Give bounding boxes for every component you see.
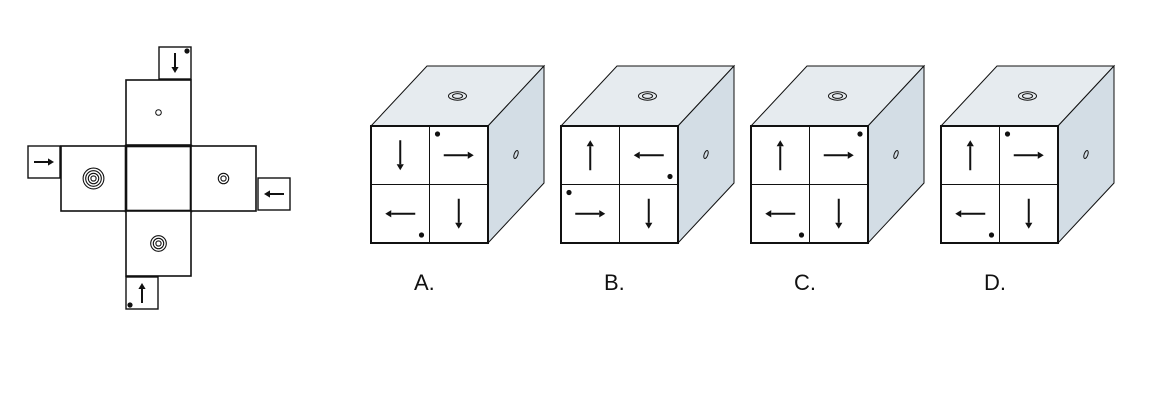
dot-marker <box>857 131 863 137</box>
cube-cell <box>823 131 863 159</box>
cube-cell <box>1025 198 1033 229</box>
cube-cell <box>1004 131 1044 159</box>
small-oval-icon <box>893 150 899 159</box>
arrow-right-icon <box>1013 151 1044 159</box>
net-flap-right <box>257 177 291 211</box>
arrow-left-icon <box>264 190 284 198</box>
concentric-rings-icon <box>82 167 105 190</box>
answer-cube-b <box>559 64 736 245</box>
arrow-right-icon <box>575 210 606 218</box>
cube-cell <box>776 140 784 171</box>
arrow-down-icon <box>396 140 404 171</box>
ellipse-rings-icon <box>828 91 847 101</box>
dot-marker <box>434 131 441 137</box>
small-oval-icon <box>1083 150 1089 159</box>
cube-cell <box>633 151 673 180</box>
small-oval-icon <box>513 150 519 159</box>
small-circle-icon <box>155 109 162 116</box>
dot-marker <box>566 189 572 196</box>
ellipse-rings-icon <box>638 91 657 101</box>
arrow-up-icon <box>776 140 784 171</box>
net-face-left <box>60 145 127 212</box>
arrow-up-icon <box>966 140 974 171</box>
arrow-left-icon <box>955 210 986 218</box>
cube-cell <box>765 210 805 238</box>
option-label-b[interactable]: B. <box>604 270 625 295</box>
dot-marker <box>798 232 805 238</box>
dot-marker <box>667 173 673 180</box>
answer-cube-d <box>939 64 1116 245</box>
arrow-right-icon <box>443 151 474 159</box>
arrow-down-icon <box>1025 198 1033 229</box>
arrow-down-icon <box>645 198 653 229</box>
cube-cell <box>966 140 974 171</box>
answer-cube-c <box>749 64 926 245</box>
net-flap-left <box>27 145 61 179</box>
arrow-down-icon <box>171 53 179 73</box>
cube-cell <box>645 198 653 229</box>
answer-cube-a <box>369 64 546 245</box>
option-label-a[interactable]: A. <box>414 270 435 295</box>
dot-marker <box>1004 131 1011 137</box>
option-label-c[interactable]: C. <box>794 270 816 295</box>
ellipse-rings-icon <box>1018 91 1037 101</box>
concentric-rings-icon <box>217 172 230 185</box>
cube-cell <box>455 198 463 229</box>
net-flap-top <box>158 46 192 80</box>
arrow-left-icon <box>765 210 796 218</box>
concentric-rings-icon <box>150 235 167 252</box>
cube-cell <box>434 131 474 159</box>
arrow-right-icon <box>34 158 54 166</box>
dot-marker <box>988 232 995 238</box>
arrow-down-icon <box>455 198 463 229</box>
net-face-top <box>125 79 192 146</box>
ellipse-rings-icon <box>448 91 467 101</box>
arrow-up-icon <box>138 283 146 303</box>
dot-marker <box>127 302 133 308</box>
cube-cell <box>566 189 606 218</box>
dot-marker <box>184 48 190 54</box>
arrow-up-icon <box>586 140 594 171</box>
cube-cell <box>396 140 404 171</box>
option-label-d[interactable]: D. <box>984 270 1006 295</box>
net-face-center <box>124 144 193 213</box>
arrow-right-icon <box>823 151 854 159</box>
net-flap-bottom <box>125 276 159 310</box>
cube-cell <box>835 198 843 229</box>
cube-cell <box>586 140 594 171</box>
cube-cell <box>385 210 425 238</box>
small-oval-icon <box>703 150 709 159</box>
cube-cell <box>955 210 995 238</box>
net-face-bottom <box>125 210 192 277</box>
dot-marker <box>418 232 425 238</box>
arrow-left-icon <box>385 210 416 218</box>
arrow-left-icon <box>633 151 664 159</box>
net-face-right <box>190 145 257 212</box>
arrow-down-icon <box>835 198 843 229</box>
cube-net <box>27 46 291 310</box>
